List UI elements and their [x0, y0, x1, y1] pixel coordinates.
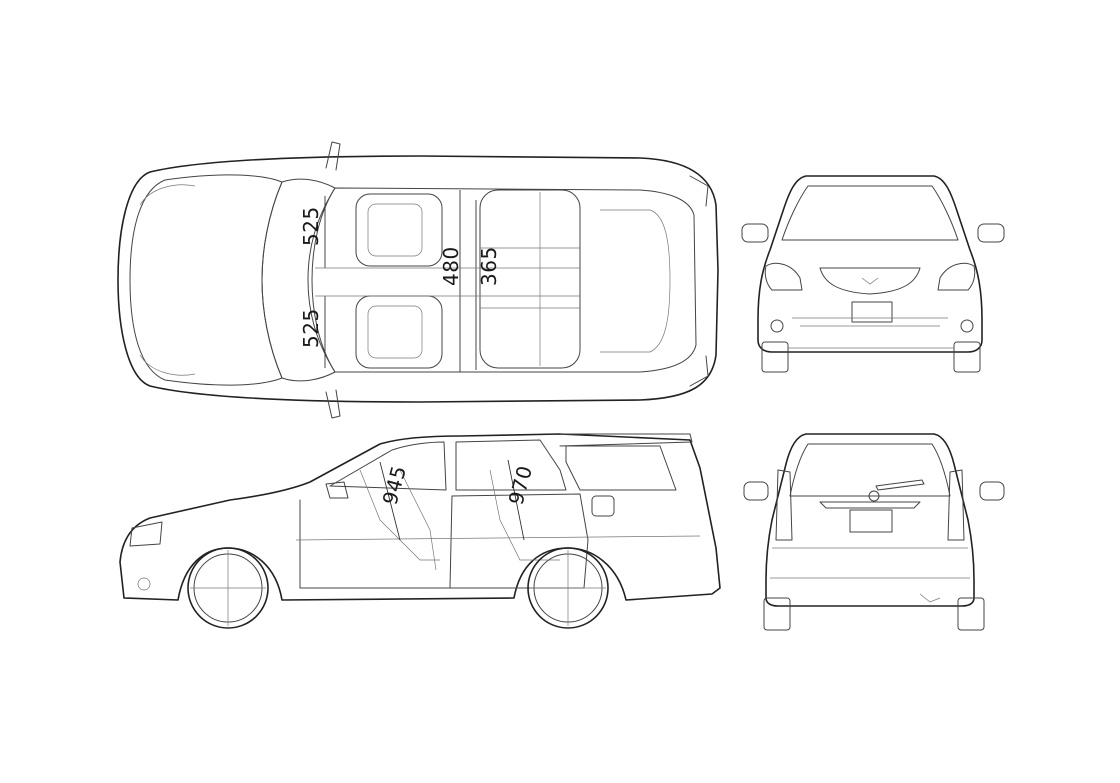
front-wheel-right	[953, 341, 981, 373]
rear-mirror-right	[979, 481, 1005, 501]
rear-window	[789, 443, 951, 497]
top-mirror-right	[325, 389, 341, 419]
rear-body-outline	[765, 433, 975, 607]
dim-top-front-seat-right: 525	[299, 308, 323, 348]
side-wheel-front	[187, 547, 269, 629]
front-body-outline	[757, 175, 983, 353]
front-plate	[851, 301, 893, 323]
rear-view	[743, 433, 1005, 631]
top-mirror-left	[325, 141, 341, 171]
dim-side-rear-headroom: 970	[504, 463, 537, 508]
side-wheel-rear	[527, 547, 609, 629]
side-view: 945 970	[119, 433, 721, 629]
top-rear-bench	[479, 189, 581, 369]
front-mirror-left	[741, 223, 769, 243]
rear-wheel-right	[957, 597, 985, 631]
top-body-outline	[117, 155, 719, 403]
rear-mirror-left	[743, 481, 769, 501]
front-view	[741, 175, 1005, 373]
top-front-seat-right	[355, 295, 443, 369]
side-window-rear	[455, 439, 567, 491]
dim-top-cabin-width: 480	[439, 246, 463, 286]
side-window-front	[329, 441, 447, 491]
top-roof	[311, 187, 697, 373]
dim-top-front-seat-left: 525	[299, 206, 323, 246]
top-hood	[129, 174, 283, 386]
front-grille	[819, 267, 921, 295]
side-window-quarter	[565, 445, 677, 491]
rear-plate	[849, 509, 893, 533]
dim-top-rear-seat: 365	[477, 246, 501, 286]
top-view: 525 525 480 365	[117, 141, 719, 419]
front-windshield	[781, 185, 959, 241]
rear-wheel-left	[763, 597, 791, 631]
side-mirror	[325, 481, 349, 499]
top-front-seat-left	[355, 193, 443, 267]
front-wheel-left	[761, 341, 789, 373]
side-body-outline	[119, 433, 721, 601]
front-mirror-right	[977, 223, 1005, 243]
dim-side-front-headroom: 945	[378, 463, 411, 508]
